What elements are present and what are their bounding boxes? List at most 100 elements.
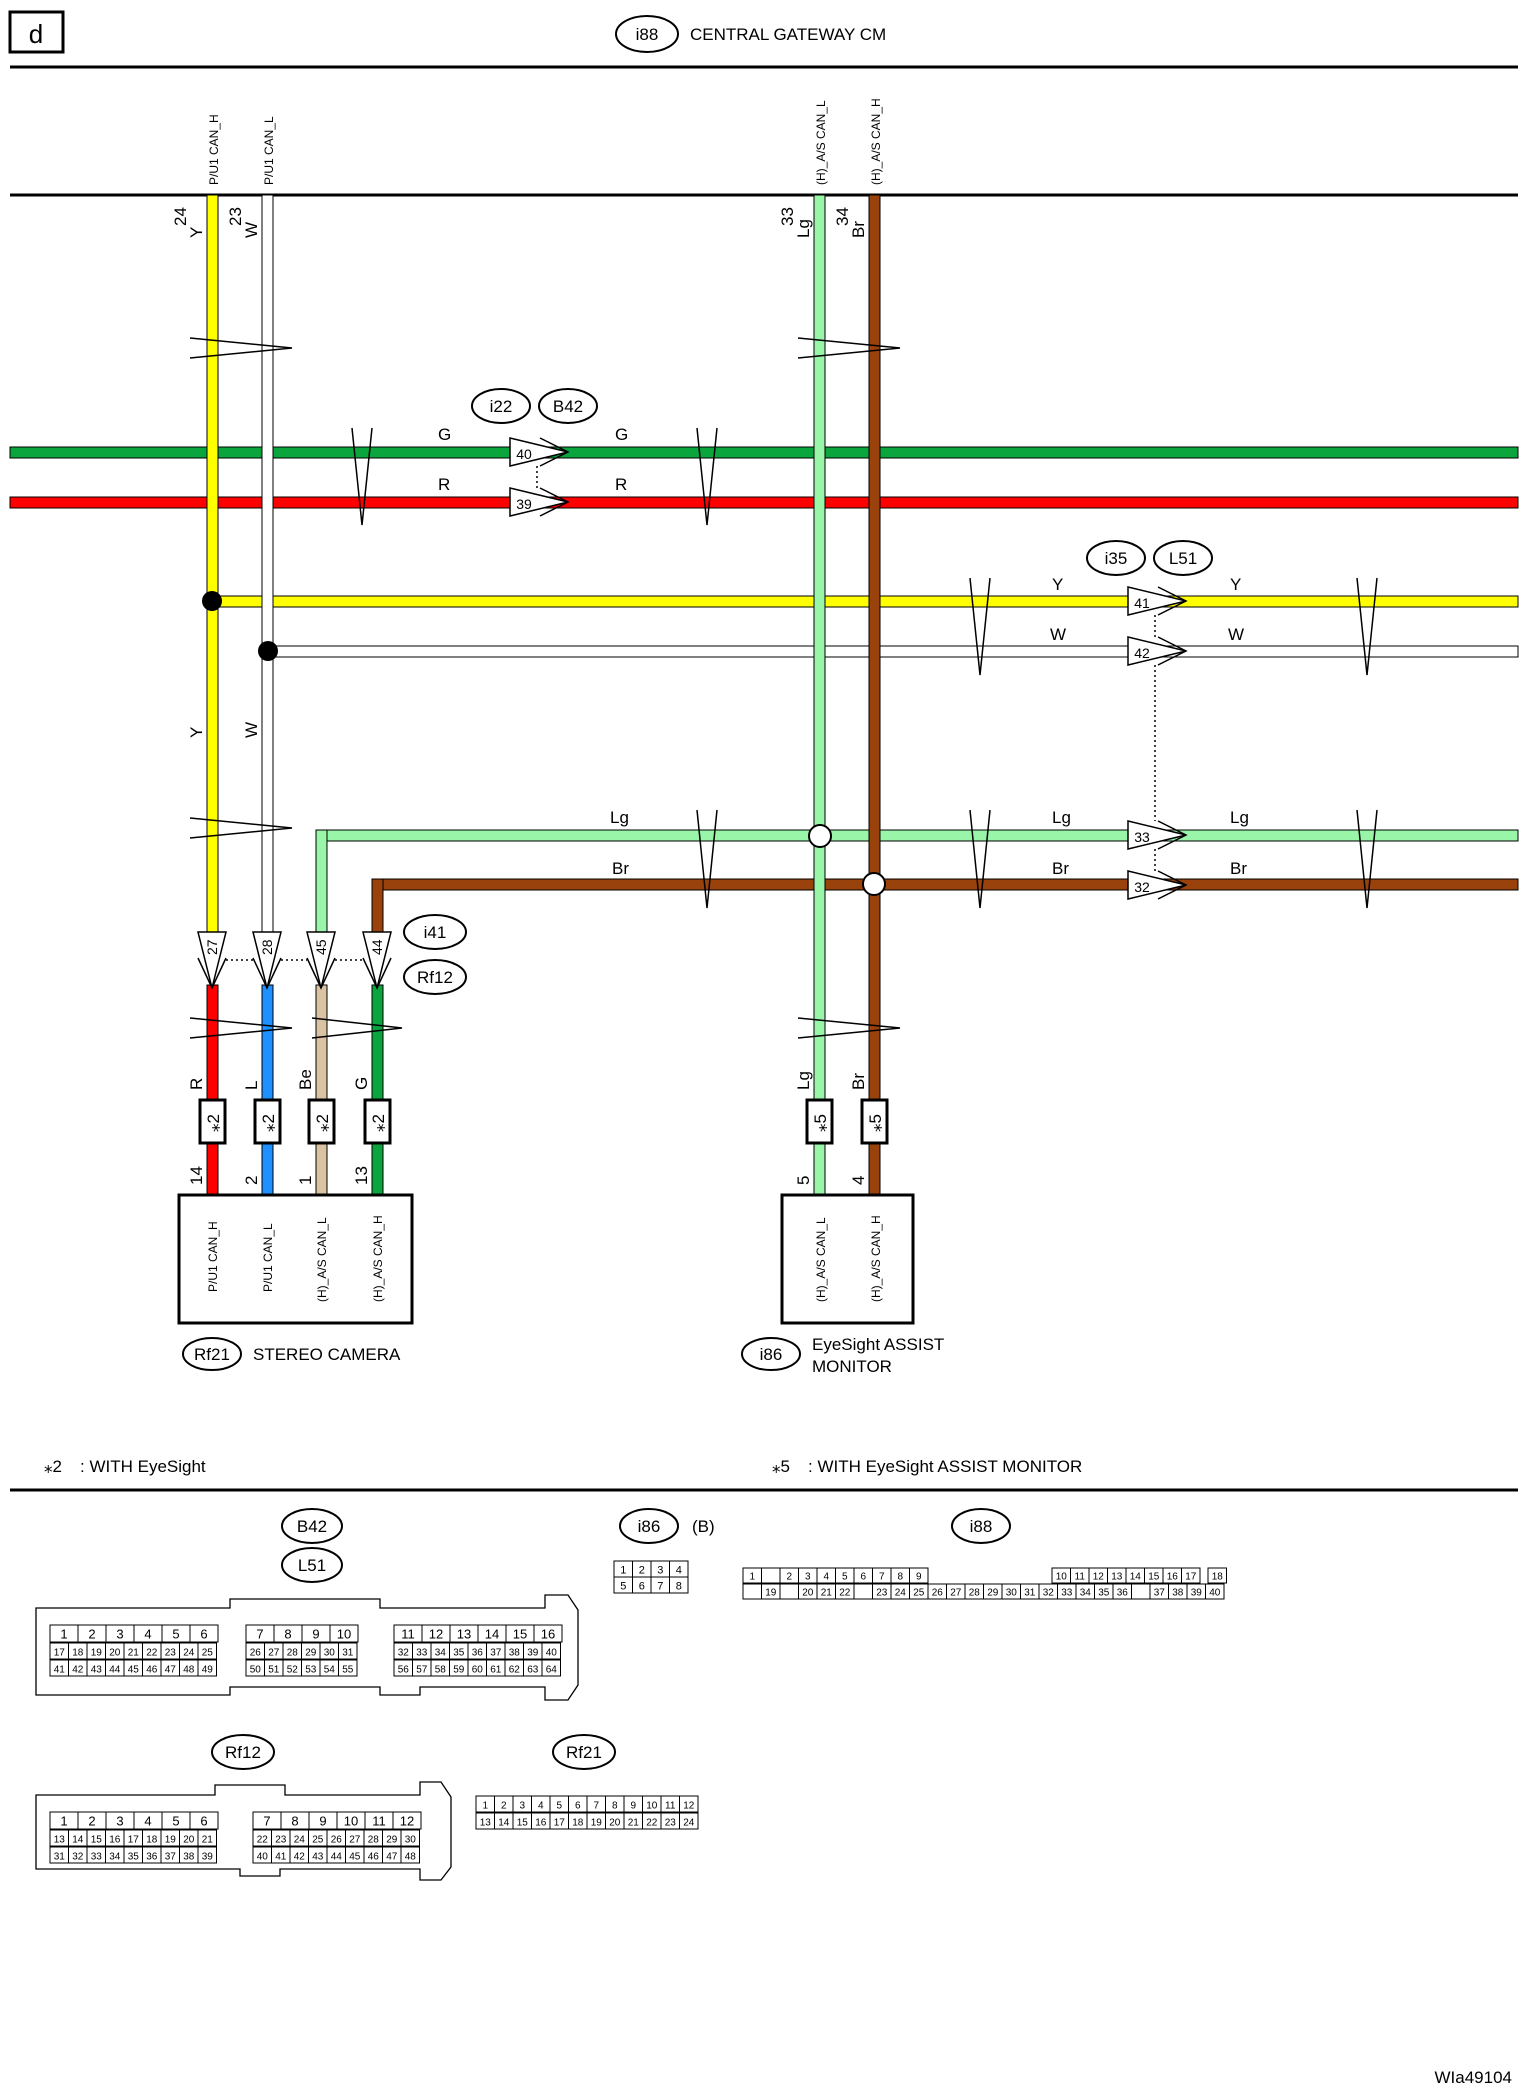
pin-number: 55 bbox=[342, 1665, 354, 1676]
pin-cam-1: 1 bbox=[296, 1176, 315, 1185]
pin-number: 22 bbox=[839, 1588, 851, 1599]
pin-number: 22 bbox=[146, 1648, 158, 1659]
pin-number: 41 bbox=[275, 1852, 287, 1863]
pin-cavity bbox=[669, 1576, 689, 1594]
pin-cavity bbox=[779, 1583, 799, 1600]
pin-mon-5: 5 bbox=[794, 1176, 813, 1185]
svg-text:⁎2: ⁎2 bbox=[204, 1114, 223, 1132]
pin-cavity bbox=[189, 1811, 219, 1830]
pin-number: 11 bbox=[372, 1814, 386, 1829]
pin-number: 29 bbox=[386, 1835, 398, 1846]
pin-number: 3 bbox=[657, 1565, 663, 1577]
pin-number: 20 bbox=[109, 1648, 121, 1659]
connector-view-oval-rf12 bbox=[211, 1734, 275, 1770]
pin-number: 30 bbox=[324, 1648, 336, 1659]
svg-text:⁎2: ⁎2 bbox=[369, 1114, 388, 1132]
pin-number: 48 bbox=[405, 1852, 417, 1863]
connector-oval-i86 bbox=[741, 1337, 801, 1371]
label-cam-l: L bbox=[242, 1081, 261, 1090]
pin-number: 60 bbox=[472, 1665, 484, 1676]
pin-number: 24 bbox=[183, 1648, 195, 1659]
pin-cavity bbox=[541, 1659, 561, 1677]
pin-number: 13 bbox=[480, 1818, 492, 1829]
wire-lg-vertical bbox=[813, 194, 826, 1196]
svg-text:⁎5: ⁎5 bbox=[811, 1114, 830, 1132]
pin-mon-4: 4 bbox=[849, 1176, 868, 1185]
pin-33: 33 bbox=[1134, 829, 1150, 845]
pin-number: 10 bbox=[337, 1627, 351, 1642]
connector-view-i86: i86 bbox=[638, 1517, 661, 1536]
break-marks bbox=[189, 337, 1378, 1039]
terminal-arrow bbox=[509, 437, 569, 467]
label-br-mid: Br bbox=[612, 859, 629, 878]
pin-number: 14 bbox=[498, 1818, 510, 1829]
pin-number: 31 bbox=[1024, 1588, 1036, 1599]
svg-text:⁎2: ⁎2 bbox=[313, 1114, 332, 1132]
note-2-text: : WITH EyeSight bbox=[80, 1457, 206, 1476]
pin-40: 40 bbox=[516, 446, 532, 462]
break-mark bbox=[189, 1017, 293, 1039]
pin-number: 1 bbox=[60, 1627, 67, 1642]
pin-number: 25 bbox=[312, 1835, 324, 1846]
pin-number: 21 bbox=[202, 1835, 214, 1846]
pin-number: 42 bbox=[294, 1852, 306, 1863]
pin-number: 40 bbox=[546, 1648, 558, 1659]
connector-view-i88: i88 bbox=[970, 1517, 993, 1536]
pin-number: 12 bbox=[400, 1814, 414, 1829]
pin-number: 1 bbox=[749, 1572, 755, 1583]
pin-number: 25 bbox=[913, 1588, 925, 1599]
junction-i41-rf12: 27 28 45 44 i41 Rf12 bbox=[197, 914, 467, 995]
pin-number: 12 bbox=[1093, 1572, 1105, 1583]
pin-number: 8 bbox=[612, 1801, 618, 1812]
cam-signal-3: (H)_A/S CAN_L bbox=[315, 1217, 329, 1302]
pin-number: 34 bbox=[435, 1648, 447, 1659]
pin-number: 13 bbox=[457, 1627, 471, 1642]
connector-oval-i41 bbox=[403, 914, 467, 950]
assist-monitor-component: 5 4 (H)_A/S CAN_L (H)_A/S CAN_H i86 EyeS… bbox=[741, 1176, 944, 1376]
pin-number: 13 bbox=[1111, 1572, 1123, 1583]
pin-cavity bbox=[1205, 1583, 1225, 1600]
note-5-mark: ⁎5 bbox=[772, 1457, 790, 1476]
break-mark bbox=[189, 337, 293, 359]
pin-number: 9 bbox=[630, 1801, 636, 1812]
cam-signal-4: (H)_A/S CAN_H bbox=[371, 1215, 385, 1302]
terminal-arrow-inner bbox=[197, 957, 227, 990]
splice-points bbox=[202, 591, 886, 896]
pin-cavity bbox=[392, 1811, 422, 1830]
pin-cavity bbox=[679, 1795, 699, 1813]
terminal-arrow bbox=[1127, 820, 1187, 850]
terminal-arrow-inner bbox=[306, 957, 336, 990]
pin-number: 24 bbox=[294, 1835, 306, 1846]
pin-number: 32 bbox=[72, 1852, 84, 1863]
pin-number: 39 bbox=[202, 1852, 214, 1863]
pin-number: 9 bbox=[312, 1627, 319, 1642]
pin-number: 1 bbox=[482, 1801, 488, 1812]
pin-number: 29 bbox=[305, 1648, 317, 1659]
figure-code: WIa49104 bbox=[1435, 2068, 1513, 2087]
pin-number: 26 bbox=[932, 1588, 944, 1599]
pin-cavity bbox=[742, 1583, 762, 1600]
pin-number: 6 bbox=[200, 1627, 207, 1642]
wire-g-to-camera bbox=[371, 984, 384, 1196]
wire-lg-horizontal bbox=[315, 829, 1519, 842]
label-r-left: R bbox=[438, 475, 450, 494]
break-mark bbox=[696, 809, 718, 909]
svg-text:⁎2: ⁎2 bbox=[259, 1114, 278, 1132]
pin-cavity bbox=[1131, 1583, 1151, 1600]
pin-number: 18 bbox=[572, 1818, 584, 1829]
terminal-arrow bbox=[252, 931, 282, 989]
pin-number: 54 bbox=[324, 1665, 336, 1676]
pin-number: 38 bbox=[1172, 1588, 1184, 1599]
connector-id-i22: i22 bbox=[490, 397, 513, 416]
pin-number: 23 bbox=[876, 1588, 888, 1599]
terminal-arrow bbox=[362, 931, 392, 989]
terminal-arrow-inner bbox=[1157, 636, 1188, 666]
pin-number: 32 bbox=[1043, 1588, 1055, 1599]
pin-number: 22 bbox=[646, 1818, 658, 1829]
pin-number: 19 bbox=[165, 1835, 177, 1846]
pin-44: 44 bbox=[369, 939, 385, 955]
pin-number: 46 bbox=[146, 1665, 158, 1676]
pin-number: 23 bbox=[665, 1818, 677, 1829]
